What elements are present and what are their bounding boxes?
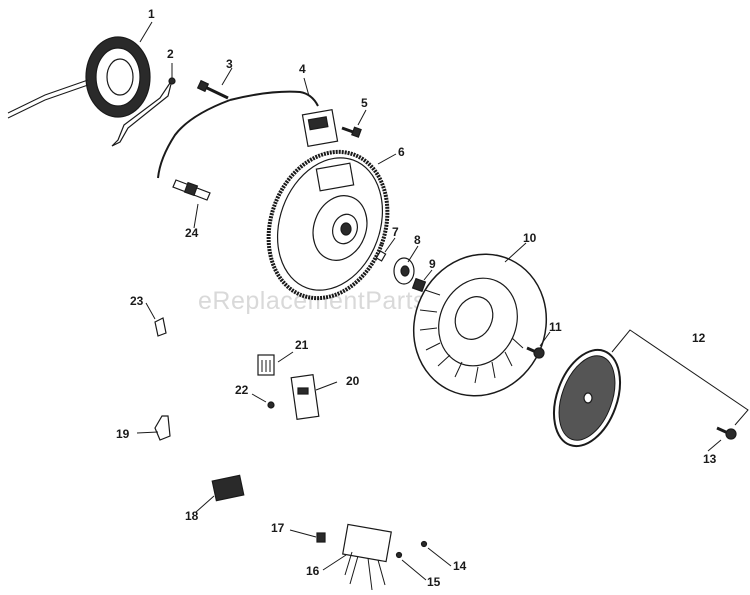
part-17-clip	[316, 532, 326, 543]
part-5-screw	[341, 126, 362, 138]
part-4-ignition-module	[157, 90, 339, 179]
callout-18: 18	[185, 509, 199, 523]
leader-lines	[136, 21, 722, 581]
part-3-screw	[196, 79, 229, 100]
callout-6: 6	[398, 145, 405, 159]
callout-23: 23	[130, 294, 144, 308]
callout-11: 11	[549, 320, 562, 334]
callout-10: 10	[523, 231, 537, 245]
part-16-regulator	[342, 523, 392, 591]
callout-17: 17	[271, 521, 285, 535]
part-8-washer	[393, 257, 415, 285]
part-14-screw	[420, 540, 428, 548]
part-24-spark-plug	[172, 179, 211, 201]
callout-20: 20	[346, 374, 360, 388]
part-2-bracket	[111, 77, 176, 147]
callout-1: 1	[148, 7, 155, 21]
part-22-screw	[267, 401, 275, 409]
callout-3: 3	[226, 57, 233, 71]
part-19-connector	[154, 415, 171, 441]
callout-21: 21	[295, 338, 309, 352]
part-1-stator	[7, 36, 151, 119]
callout-22: 22	[235, 383, 249, 397]
part-6-flywheel	[266, 149, 390, 301]
callout-4: 4	[299, 62, 306, 76]
part-7-key	[375, 250, 387, 262]
callout-14: 14	[453, 559, 467, 573]
part-23-clip	[154, 317, 167, 337]
callout-16: 16	[306, 564, 320, 578]
callout-8: 8	[414, 233, 421, 247]
part-10-fan	[412, 253, 548, 397]
part-11-screw	[526, 346, 545, 359]
part-15-screw	[395, 551, 403, 559]
callout-24: 24	[185, 226, 199, 240]
callout-2: 2	[167, 47, 174, 61]
part-12-screen	[553, 329, 749, 448]
callout-15: 15	[427, 575, 441, 589]
callout-7: 7	[392, 225, 399, 239]
callout-12: 12	[692, 331, 706, 345]
part-18-switch	[211, 474, 245, 502]
callout-9: 9	[429, 257, 436, 271]
part-13-screw	[716, 426, 737, 440]
callout-13: 13	[703, 452, 717, 466]
part-20-rectifier	[290, 373, 320, 421]
part-9-nut	[411, 277, 427, 293]
part-21-terminal	[257, 354, 275, 376]
callout-19: 19	[116, 427, 130, 441]
callout-5: 5	[361, 96, 368, 110]
